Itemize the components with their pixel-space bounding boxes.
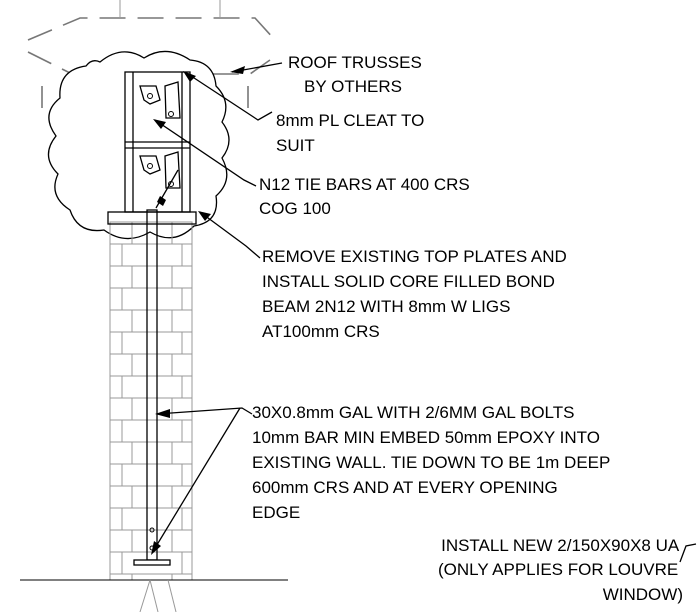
note-bond-beam: REMOVE EXISTING TOP PLATES AND INSTALL S… [262, 247, 572, 341]
note-roof-trusses: ROOF TRUSSES BY OTHERS [288, 53, 427, 96]
revision-cloud [47, 50, 230, 240]
masonry-wall [109, 221, 193, 581]
note-tie-down: 30X0.8mm GAL WITH 2/6MM GAL BOLTS 10mm B… [252, 403, 615, 522]
note-lintel: INSTALL NEW 2/150X90X8 UA (ONLY APPLIES … [438, 536, 683, 604]
tie-down-strap [133, 209, 171, 566]
note-pl-cleat: 8mm PL CLEAT TO SUIT [276, 111, 429, 155]
leader-lines [151, 62, 697, 563]
wall-base [20, 579, 288, 612]
note-tie-bars: N12 TIE BARS AT 400 CRS COG 100 [259, 175, 474, 218]
